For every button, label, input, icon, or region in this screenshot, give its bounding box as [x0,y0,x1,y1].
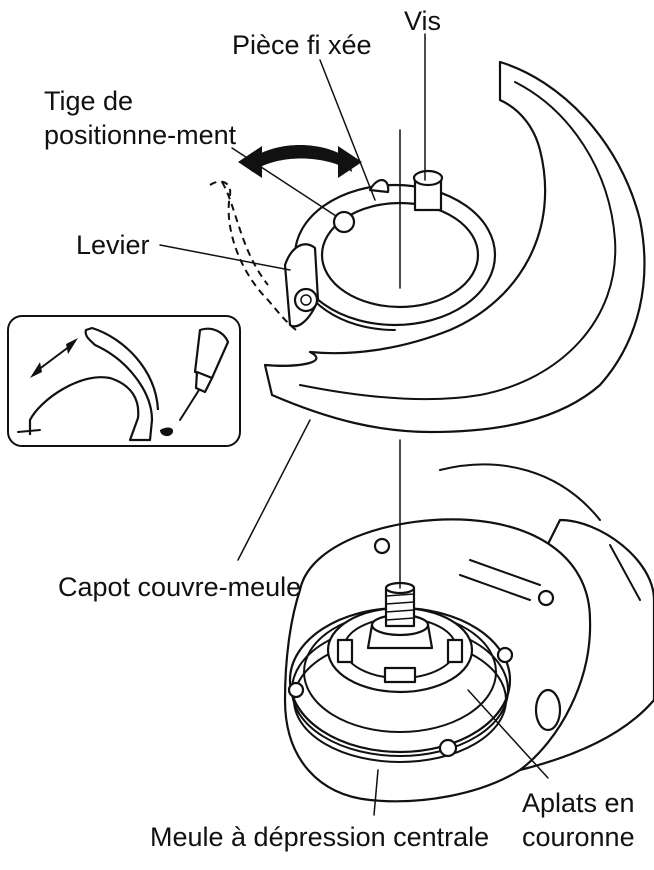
label-vis: Vis [404,6,441,36]
label-piece-fixee: Pièce fi xée [232,30,372,60]
label-capot: Capot couvre-meule [58,572,301,602]
leader-lines [159,33,549,816]
label-meule: Meule à dépression centrale [150,822,489,852]
label-aplats-line1: Aplats en [522,788,635,818]
lubrication-inset [7,315,241,447]
label-tige-line2: positionne-ment [44,120,237,150]
wheel-guard [209,60,646,434]
label-tige-line1: Tige de [44,86,133,116]
label-levier: Levier [76,230,150,260]
rotation-arrow-icon [238,145,362,178]
grinder-body [283,463,654,803]
label-aplats-line2: couronne [522,822,635,852]
